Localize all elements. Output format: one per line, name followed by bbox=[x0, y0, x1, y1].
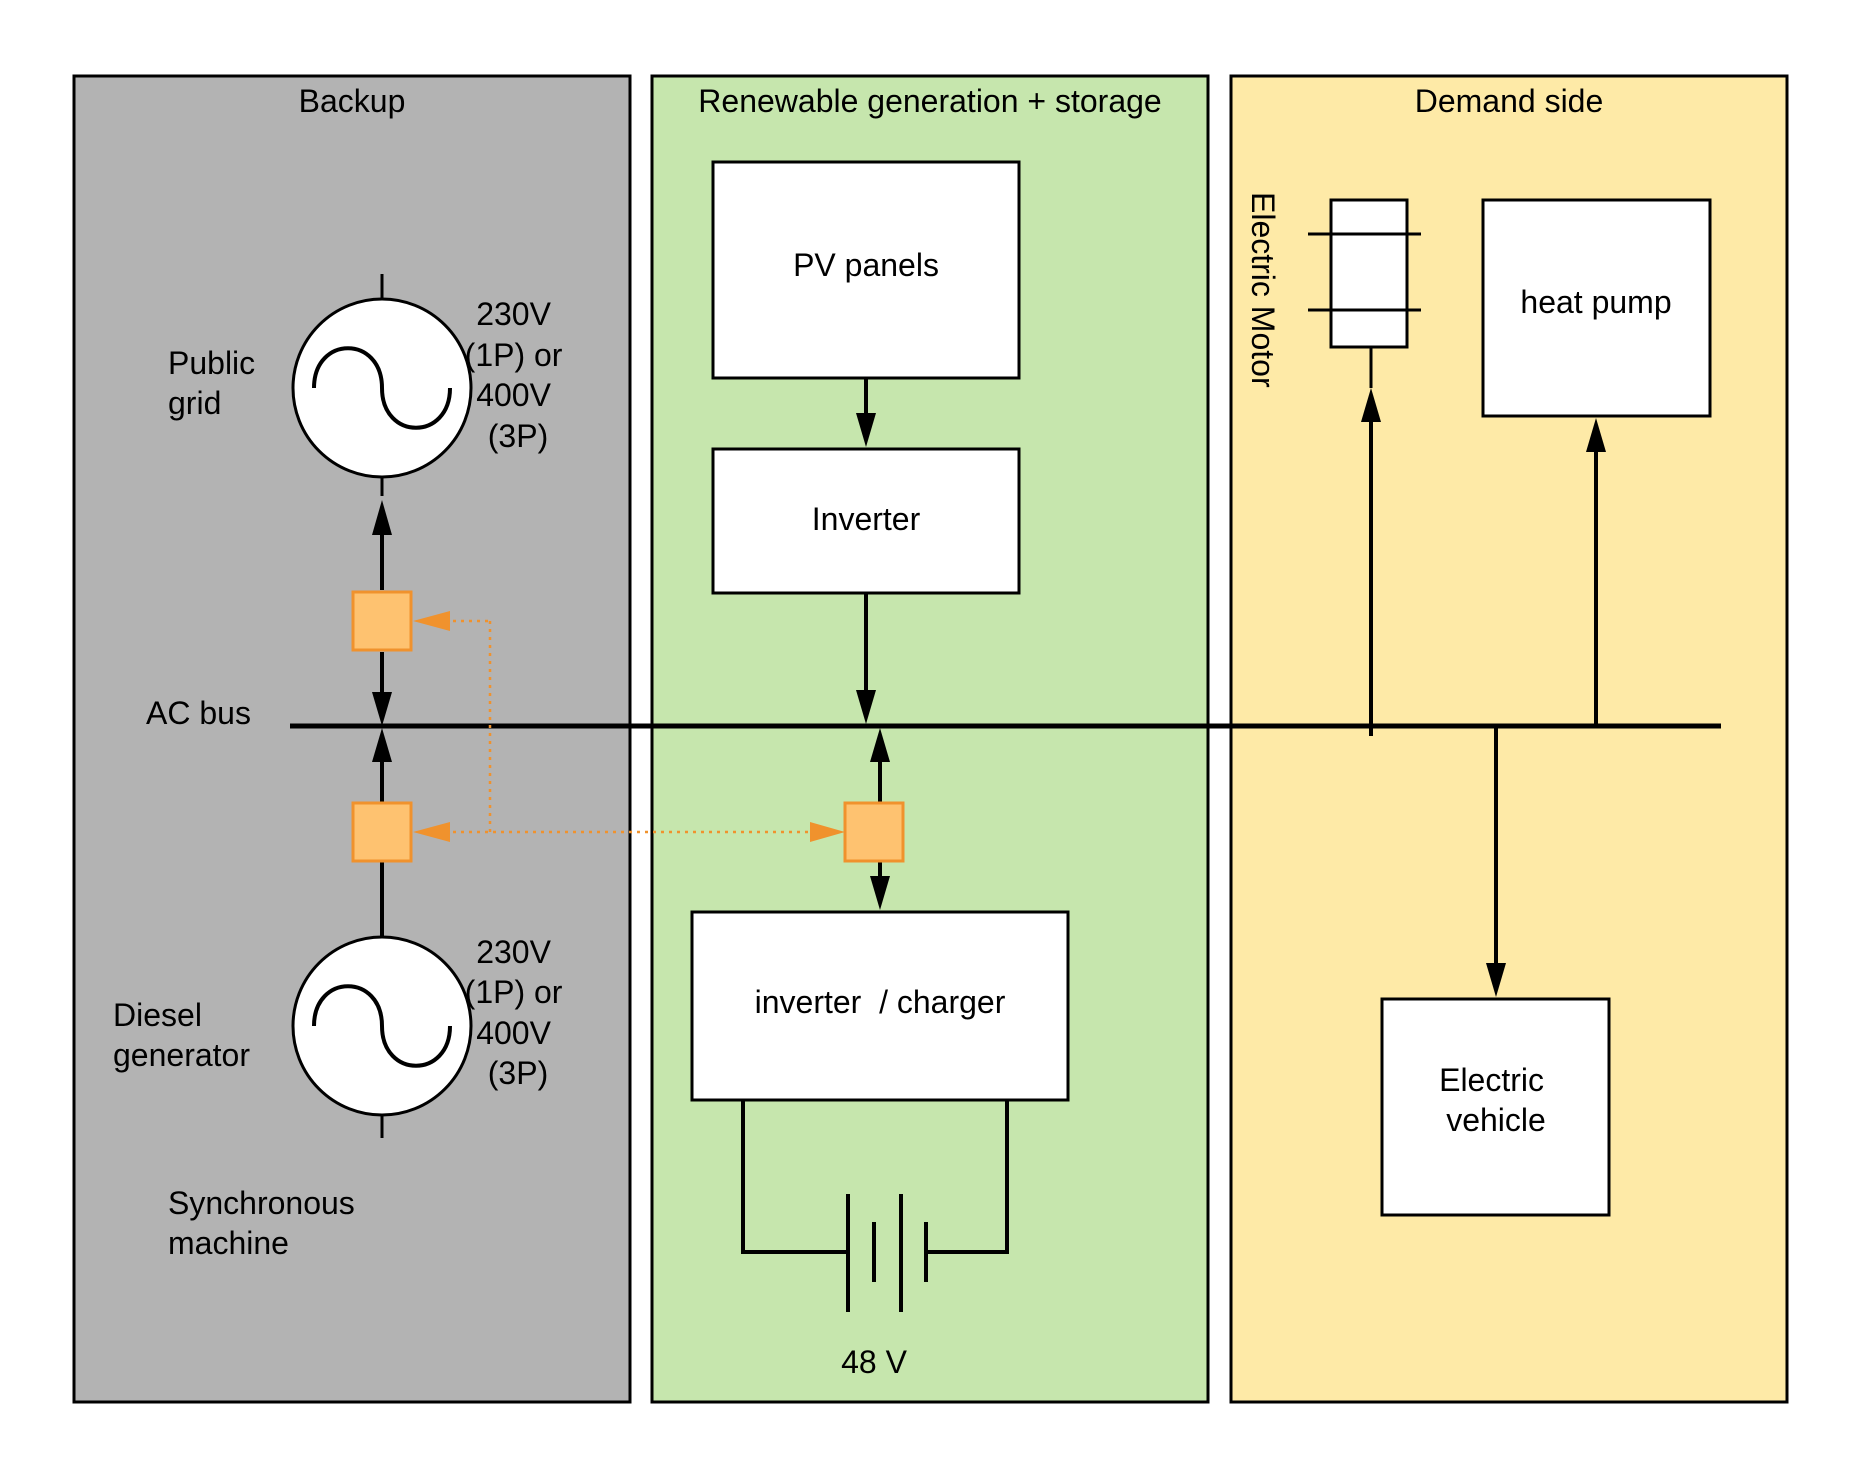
electric-motor-icon bbox=[1308, 198, 1421, 388]
sine-wave-icon bbox=[312, 346, 452, 430]
grid-breaker-switch[interactable] bbox=[351, 590, 413, 652]
arrow-down-icon bbox=[870, 876, 890, 910]
control-signal-lines bbox=[445, 619, 810, 834]
arrow-down-icon bbox=[856, 413, 876, 447]
arrow-down-icon bbox=[856, 690, 876, 724]
inverter-charger-label: inverter / charger bbox=[755, 984, 1006, 1020]
electric-vehicle-box bbox=[1380, 997, 1611, 1217]
storage-breaker-switch[interactable] bbox=[843, 801, 905, 863]
diesel-connection bbox=[372, 728, 392, 936]
renewable-panel-title: Renewable generation + storage bbox=[698, 83, 1161, 119]
arrow-up-icon bbox=[870, 728, 890, 762]
pv-panels-label: PV panels bbox=[793, 247, 939, 283]
public-grid-label: Public grid bbox=[168, 345, 264, 421]
bus-to-ev-arrow bbox=[1486, 726, 1506, 997]
inverter-box bbox=[711, 447, 1021, 595]
diesel-voltage-label: 230V (1P) or 400V (3P) bbox=[465, 934, 572, 1091]
demand-panel-title: Demand side bbox=[1415, 83, 1604, 119]
heat-pump-box bbox=[1481, 198, 1712, 418]
synchronous-machine-label: Synchronous machine bbox=[168, 1185, 364, 1261]
battery-voltage-label: 48 V bbox=[841, 1344, 907, 1380]
backup-panel-title: Backup bbox=[299, 83, 406, 119]
arrow-up-icon bbox=[1361, 388, 1381, 422]
arrow-right-icon bbox=[810, 822, 845, 842]
bus-to-heat-pump-arrow bbox=[1586, 418, 1606, 726]
bus-to-motor-arrow bbox=[1361, 388, 1381, 736]
heat-pump-label: heat pump bbox=[1520, 284, 1671, 320]
arrow-left-icon bbox=[413, 611, 450, 631]
control-arrows bbox=[413, 611, 845, 842]
electric-motor-label: Electric Motor bbox=[1245, 192, 1281, 388]
grid-connection bbox=[372, 500, 392, 726]
pv-panels-box bbox=[711, 160, 1021, 380]
inverter-label: Inverter bbox=[812, 501, 921, 537]
arrow-up-icon bbox=[1586, 418, 1606, 452]
pv-to-inverter-arrow bbox=[856, 378, 876, 447]
inverter-to-bus-arrow bbox=[856, 593, 876, 724]
backup-panel: Backup bbox=[72, 74, 632, 1404]
arrow-down-icon bbox=[372, 692, 392, 726]
ac-bus-label: AC bus bbox=[146, 695, 251, 731]
inverter-charger-box bbox=[690, 910, 1070, 1102]
storage-connection bbox=[870, 728, 890, 910]
diesel-generator-label: Diesel generator bbox=[113, 997, 250, 1073]
sine-wave-icon bbox=[312, 984, 452, 1068]
arrow-up-icon bbox=[372, 728, 392, 762]
arrow-down-icon bbox=[1486, 963, 1506, 997]
public-grid-source bbox=[291, 274, 473, 496]
diesel-breaker-switch[interactable] bbox=[351, 801, 413, 863]
electric-vehicle-label: Electric vehicle bbox=[1439, 1062, 1553, 1138]
public-grid-voltage-label: 230V (1P) or 400V (3P) bbox=[465, 296, 572, 454]
arrow-up-icon bbox=[372, 500, 392, 535]
battery-icon bbox=[741, 1100, 1009, 1312]
arrow-left-icon bbox=[413, 822, 450, 842]
diesel-generator-source bbox=[291, 935, 473, 1138]
